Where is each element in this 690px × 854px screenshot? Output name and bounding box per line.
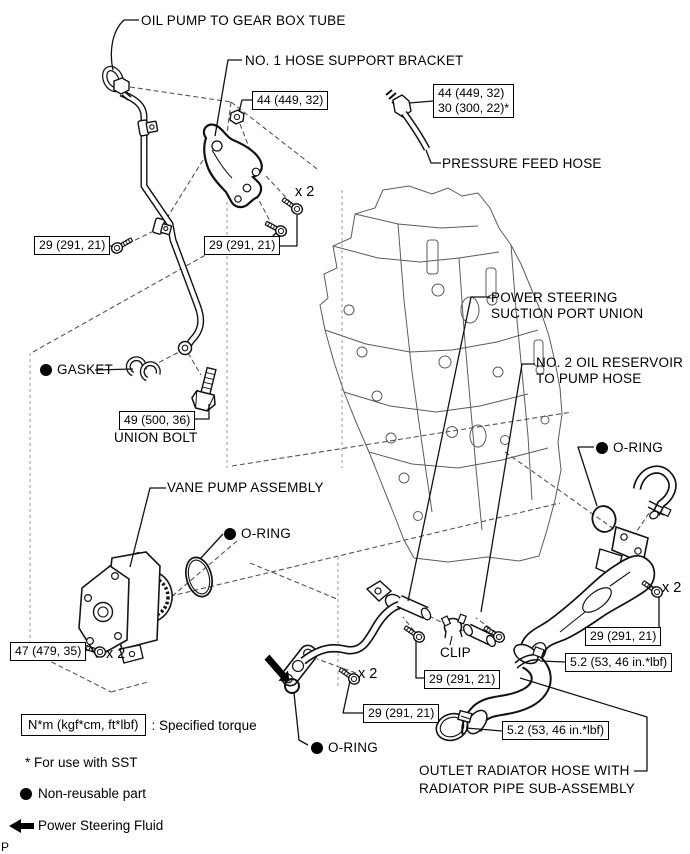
torque-box-bracket-nut: 44 (449, 32) [252,91,329,110]
torque-box-hose-clamp-top: 5.2 (53, 46 in.*lbf) [565,653,673,672]
torque-box-pipe-bolts: 29 (291, 21) [585,627,662,646]
construction-lines [29,86,654,693]
vane-pump-art [78,551,173,664]
label-pressure-feed-hose: PRESSURE FEED HOSE [442,156,602,171]
label-outlet-radiator-hose-line1: OUTLET RADIATOR HOSE WITH [419,763,630,778]
label-no1-hose-support-bracket: NO. 1 HOSE SUPPORT BRACKET [245,53,464,68]
leader-lines [78,19,660,772]
power-steering-fluid-arrow-icon [9,819,34,833]
torque-value: 30 (300, 22)* [438,101,510,115]
legend-nonreusable: Non-reusable part [20,786,146,801]
legend-sst-note: * For use with SST [25,755,138,770]
torque-value: 44 (449, 32) [438,86,505,100]
page-marker: P [1,840,10,854]
quantity-x2-pipe: x 2 [662,580,682,596]
quantity-x2-bracket: x 2 [295,184,315,200]
quantity-x2-pump: x 2 [106,646,126,662]
pressure-feed-hose-art [385,89,431,151]
radiator-hose-art [435,643,552,742]
label-power-steering: POWER STEERING [491,290,618,305]
label-to-pump-hose: TO PUMP HOSE [536,371,642,386]
non-reusable-dot-icon [40,363,52,376]
bullet-label-gasket: GASKET [40,362,113,377]
oring-bottom-art [284,678,300,694]
label-no2-oil-reservoir: NO. 2 OIL RESERVOIR [536,355,684,370]
label-outlet-radiator-hose-line2: RADIATOR PIPE SUB-ASSEMBLY [419,781,636,796]
legend-fluid-text: Power Steering Fluid [38,818,164,833]
quantity-x2-suction: x 2 [358,666,378,682]
legend-fluid: Power Steering Fluid [38,818,163,833]
non-reusable-dot-icon [311,741,323,754]
legend-torque: N*m (kgf*cm, ft*lbf) : Specified torque [21,714,257,736]
torque-box-clip-bolt: 29 (291, 21) [424,670,501,689]
label-clip: CLIP [440,645,471,660]
bullet-label-text: GASKET [57,362,113,377]
bullet-label-text: O-RING [613,440,663,455]
label-oil-pump-to-gear-box-tube: OIL PUMP TO GEAR BOX TUBE [141,13,346,28]
label-suction-port-union: SUCTION PORT UNION [491,306,644,321]
non-reusable-dot-icon [596,441,608,454]
label-vane-pump-assembly: VANE PUMP ASSEMBLY [167,480,324,495]
reservoir-hose-art [632,465,677,520]
union-bolt-art [191,366,217,412]
torque-box-bracket-bolts: 29 (291, 21) [204,236,281,255]
legend-sst-text: * For use with SST [25,755,138,770]
gasket-art [125,356,161,382]
legend-torque-box: N*m (kgf*cm, ft*lbf) [21,714,146,736]
torque-box-hose-clamp-bottom: 5.2 (53, 46 in.*lbf) [502,721,610,740]
label-union-bolt: UNION BOLT [114,430,198,445]
oring-right-art [591,505,617,533]
torque-box-pressure-hose: 44 (449, 32) 30 (300, 22)* [433,84,515,118]
torque-box-tube-bolt: 29 (291, 21) [34,236,111,255]
torque-box-pump-bolts: 47 (479, 35) [10,642,87,661]
non-reusable-dot-icon [20,787,32,800]
hose-bracket-art [202,109,263,209]
radiator-pipe-art [520,525,656,663]
bullet-label-text: O-RING [241,526,291,541]
oil-pump-tube-art [102,65,205,356]
oring-center-art [185,556,213,598]
clip-art [440,613,467,646]
bullet-label-oring-right: O-RING [596,440,663,455]
engine-block-art [319,185,563,563]
torque-box-suction-bolts: 29 (291, 21) [363,704,440,723]
suction-tube-art [280,580,496,687]
fluid-direction-arrow-icon [264,654,290,682]
non-reusable-dot-icon [224,527,236,540]
legend-torque-desc: : Specified torque [151,717,257,733]
bullet-label-text: O-RING [328,740,378,755]
bullet-label-oring-center: O-RING [224,526,291,541]
torque-box-union-bolt: 49 (500, 36) [119,411,196,430]
bullet-label-oring-bottom: O-RING [311,740,378,755]
legend-nonreusable-text: Non-reusable part [38,786,147,801]
